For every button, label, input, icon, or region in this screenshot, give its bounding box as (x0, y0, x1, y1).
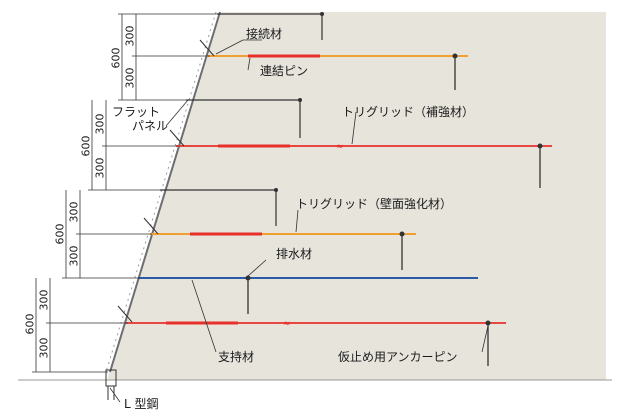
dim-600: 600 (23, 313, 37, 335)
drain-end (245, 275, 251, 281)
dim-300: 300 (93, 113, 107, 135)
label-connector: 接続材 (246, 27, 283, 41)
tier-2: ≈ (176, 98, 552, 188)
grid-end (485, 320, 491, 326)
tier-4: ≈ (126, 319, 506, 366)
drainage-layer (138, 275, 478, 314)
grid-end (452, 53, 458, 59)
dim-300: 300 (123, 25, 137, 47)
bar-end (298, 98, 302, 102)
label-anchor-pin: 仮止め用アンカーピン (338, 350, 458, 364)
wall-face-line (109, 11, 221, 373)
grid-end (537, 143, 543, 149)
dim-300: 300 (37, 289, 51, 311)
bar-end (320, 12, 324, 16)
break-mark: ≈ (336, 142, 344, 152)
dim-300: 300 (67, 201, 81, 223)
label-link-pin: 連結ピン (260, 64, 309, 78)
dim-300: 300 (67, 245, 81, 267)
label-trigrid-wall: トリグリッド（壁面強化材） (296, 197, 453, 211)
dim-600: 600 (53, 223, 67, 245)
break-mark: ≈ (283, 319, 291, 329)
dim-600: 600 (109, 47, 123, 69)
wall-face-hatch (105, 11, 217, 373)
dimension-lines (32, 13, 220, 373)
dim-300: 300 (37, 337, 51, 359)
label-flat-panel-line1: フラット (112, 105, 161, 119)
backfill-area (107, 12, 606, 380)
dim-300: 300 (123, 67, 137, 89)
tier-3 (150, 188, 416, 270)
label-drainage: 排水材 (276, 247, 313, 261)
bar-end (274, 188, 278, 192)
tier-1 (208, 12, 468, 90)
label-support: 支持材 (218, 350, 255, 364)
leader-lines (109, 39, 489, 403)
grid-end (399, 231, 405, 237)
dim-300: 300 (93, 157, 107, 179)
support-members (117, 39, 215, 323)
dim-600: 600 (79, 135, 93, 157)
label-flat-panel-line2: パネル (132, 119, 169, 133)
label-angle-steel: L 型鋼 (124, 397, 159, 411)
label-trigrid-reinforce: トリグリッド（補強材） (342, 105, 475, 119)
